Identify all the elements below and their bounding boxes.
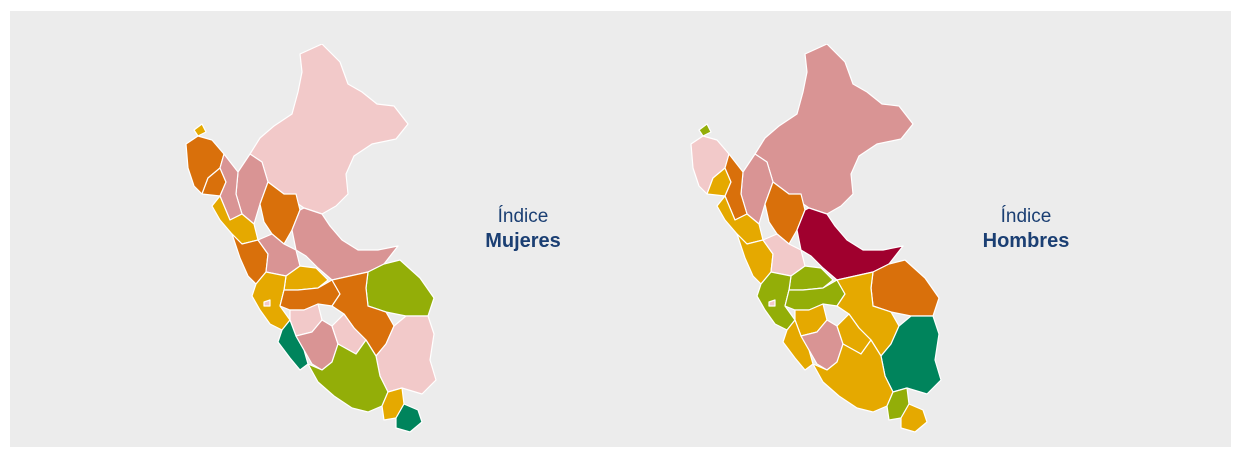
region-loreto[interactable]	[754, 44, 914, 215]
region-tacna[interactable]	[900, 403, 928, 433]
region-arequipa[interactable]	[812, 339, 894, 413]
region-tumbes[interactable]	[698, 123, 712, 137]
caption-hombres: Índice Hombres	[961, 205, 1091, 254]
caption-mujeres: Índice Mujeres	[463, 205, 583, 254]
peru-map-mujeres	[172, 44, 447, 434]
region-callao[interactable]	[263, 299, 271, 307]
region-callao[interactable]	[768, 299, 776, 307]
caption-hombres-line1: Índice	[1000, 206, 1052, 227]
peru-map-hombres	[677, 44, 952, 434]
caption-mujeres-line2: Mujeres	[485, 229, 561, 252]
peru-map-mujeres-svg	[185, 44, 437, 433]
region-tacna[interactable]	[395, 403, 423, 433]
region-madre-de-dios[interactable]	[365, 259, 435, 317]
region-tumbes[interactable]	[193, 123, 207, 137]
region-madre-de-dios[interactable]	[870, 259, 940, 317]
caption-hombres-line2: Hombres	[982, 229, 1070, 252]
region-loreto[interactable]	[249, 44, 409, 215]
caption-mujeres-line1: Índice	[497, 206, 549, 227]
peru-map-hombres-svg	[690, 44, 942, 433]
map-panel	[10, 11, 1231, 447]
region-arequipa[interactable]	[307, 339, 389, 413]
